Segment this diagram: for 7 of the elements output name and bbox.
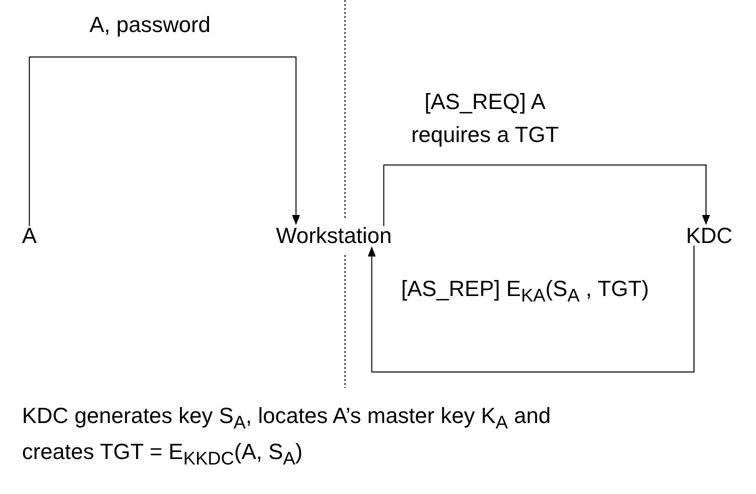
arrow [28, 56, 300, 226]
arrow [383, 164, 710, 226]
note-text: KDC generates key S$_{A}$, locates A’s master key K$_{A}$ and creates TGT = E$_{K}$$_{KDC}$(A, S$_{A}$) [22, 402, 552, 470]
arrow [368, 245, 694, 372]
party-label: KDC [686, 222, 732, 250]
party-label: A [22, 222, 37, 250]
party-label: Workstation [276, 222, 392, 250]
